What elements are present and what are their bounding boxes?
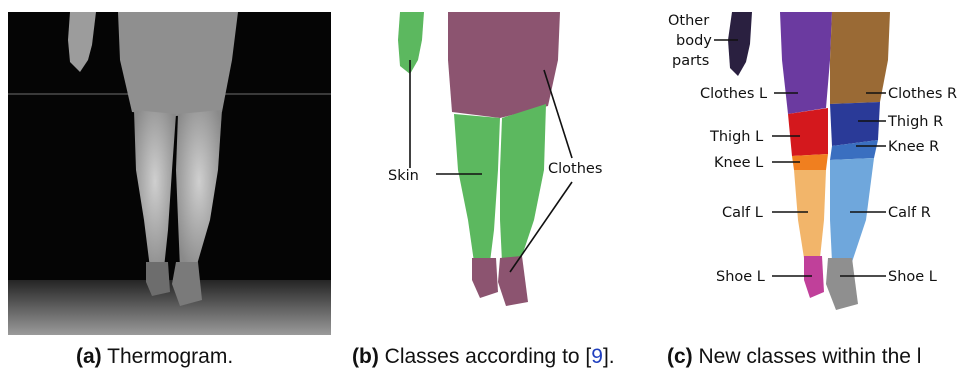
caption-b-tag: (b) [352,345,379,368]
thermogram-image [8,12,331,335]
caption-b-text: Classes according to [ [379,345,591,368]
caption-c-text: New classes within the l [693,345,922,368]
calf-l-region [794,170,826,258]
caption-a: (a) Thermogram. [76,345,233,369]
caption-b-citation-link[interactable]: 9 [591,345,603,368]
caption-b: (b) Classes according to [9]. [352,345,615,369]
clothes-shoe-right-region [498,256,528,306]
caption-c: (c) New classes within the l [667,345,921,369]
shoe-l-region [804,256,824,298]
caption-a-text: Thermogram. [102,345,234,368]
label-other-3: parts [672,53,709,69]
label-thigh-r: Thigh R [887,114,943,130]
label-shoe-l-left: Shoe L [716,269,765,285]
skin-hand-region [398,12,424,74]
label-calf-l: Calf L [722,205,763,221]
label-knee-l: Knee L [714,155,763,171]
panel-b-segmentation [398,12,560,306]
caption-b-end: ]. [603,345,615,368]
label-shoe-l-right: Shoe L [888,269,937,285]
clothes-r-region [830,12,890,104]
label-other-1: Other [668,13,709,29]
thigh-r-region [830,102,880,146]
other-body-parts-region [728,12,752,76]
skin-leg-left-region [454,114,500,262]
shoe-r-region [826,258,858,310]
label-calf-r: Calf R [888,205,931,221]
calf-r-region [830,158,874,262]
caption-a-tag: (a) [76,345,102,368]
skin-leg-right-region [500,104,546,262]
thigh-l-region [788,108,828,156]
label-other-2: body [676,33,712,49]
clothes-shoe-left-region [472,258,498,298]
caption-c-tag: (c) [667,345,693,368]
label-clothes-l: Clothes L [700,86,767,102]
clothes-shorts-region [448,12,560,118]
clothes-l-region [780,12,832,114]
label-clothes-r: Clothes R [888,86,957,102]
label-skin: Skin [388,168,419,184]
label-knee-r: Knee R [888,139,939,155]
label-thigh-l: Thigh L [709,129,763,145]
label-clothes: Clothes [548,161,602,177]
